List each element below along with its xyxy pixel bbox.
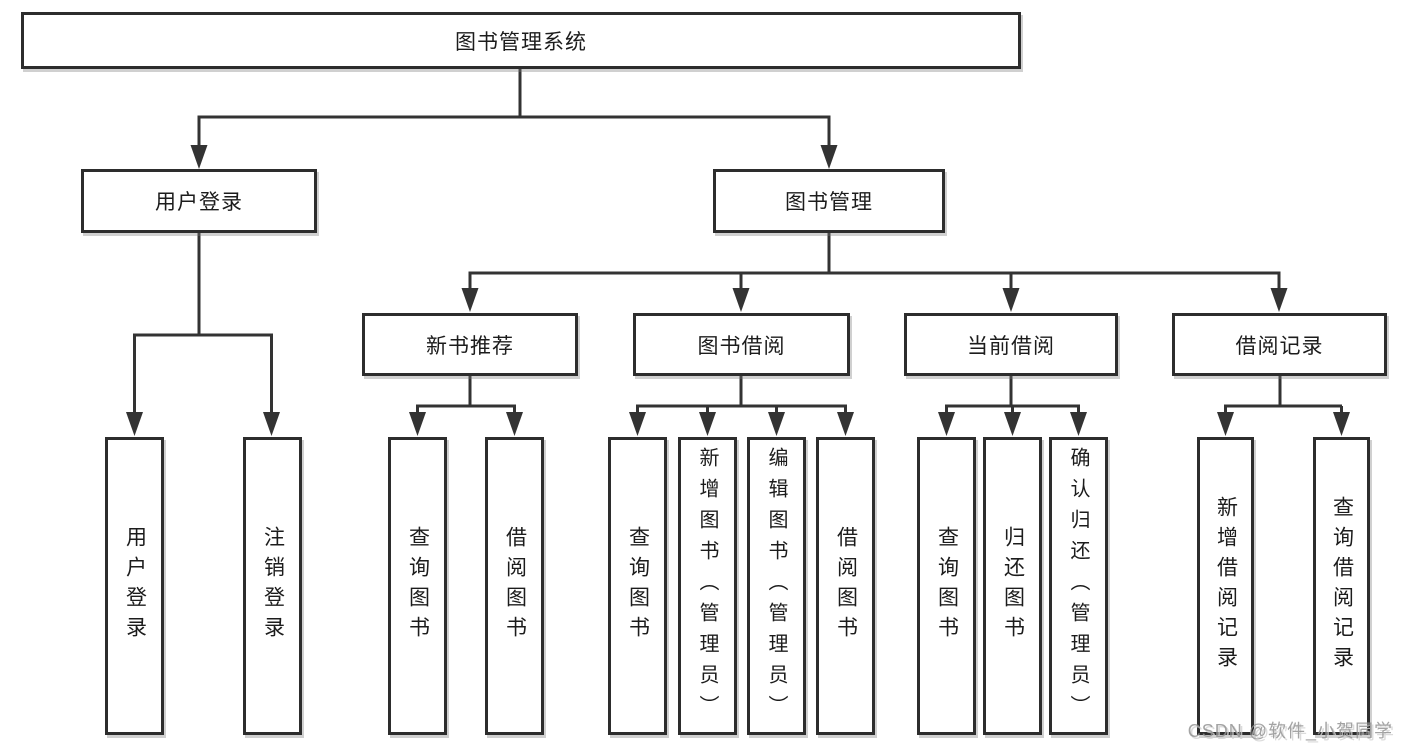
node-book-management-label: 图书管理 bbox=[785, 191, 873, 214]
leaf-confirm-return-admin: 确认归还（管理员） bbox=[1049, 437, 1108, 735]
leaf-query-books-recommend: 查询图书 bbox=[388, 437, 447, 735]
node-current-borrowing: 当前借阅 bbox=[904, 313, 1118, 376]
watermark: CSDN @软件_小贺同学 bbox=[1187, 721, 1393, 741]
leaf-add-books-admin: 新增图书（管理员） bbox=[678, 437, 737, 735]
node-library-system-label: 图书管理系统 bbox=[455, 30, 587, 54]
node-library-system: 图书管理系统 bbox=[21, 12, 1021, 69]
leaf-logout-login-label: 注销登录 bbox=[261, 526, 285, 646]
arrowheads bbox=[126, 145, 1350, 436]
leaf-user-login-label: 用户登录 bbox=[123, 526, 147, 646]
leaf-add-borrow-record-label: 新增借阅记录 bbox=[1214, 496, 1238, 676]
node-user-login: 用户登录 bbox=[81, 169, 317, 233]
leaf-query-books-current: 查询图书 bbox=[917, 437, 976, 735]
node-borrowing-records-label: 借阅记录 bbox=[1235, 334, 1324, 358]
leaf-edit-books-admin: 编辑图书（管理员） bbox=[747, 437, 806, 735]
leaf-query-books-borrow-label: 查询图书 bbox=[626, 526, 650, 646]
leaf-add-borrow-record: 新增借阅记录 bbox=[1197, 437, 1254, 735]
leaf-query-books-borrow: 查询图书 bbox=[608, 437, 667, 735]
leaf-borrow-books: 借阅图书 bbox=[816, 437, 875, 735]
leaf-add-books-admin-label: 新增图书（管理员） bbox=[696, 446, 718, 726]
node-new-book-recommendation-label: 新书推荐 bbox=[426, 334, 514, 358]
node-new-book-recommendation: 新书推荐 bbox=[362, 313, 578, 376]
node-book-borrowing-label: 图书借阅 bbox=[697, 334, 786, 358]
node-book-management: 图书管理 bbox=[713, 169, 945, 233]
leaf-query-books-recommend-label: 查询图书 bbox=[406, 526, 430, 646]
node-book-borrowing: 图书借阅 bbox=[633, 313, 850, 376]
leaf-confirm-return-admin-label: 确认归还（管理员） bbox=[1067, 446, 1089, 726]
node-borrowing-records: 借阅记录 bbox=[1172, 313, 1387, 376]
leaf-logout-login: 注销登录 bbox=[243, 437, 302, 735]
leaf-query-borrow-record-label: 查询借阅记录 bbox=[1330, 496, 1354, 676]
leaf-return-books-label: 归还图书 bbox=[1001, 526, 1025, 646]
leaf-borrow-books-label: 借阅图书 bbox=[834, 526, 858, 646]
leaf-edit-books-admin-label: 编辑图书（管理员） bbox=[765, 446, 787, 726]
leaf-borrow-books-recommend-label: 借阅图书 bbox=[503, 526, 527, 646]
leaf-user-login: 用户登录 bbox=[105, 437, 164, 735]
leaf-query-borrow-record: 查询借阅记录 bbox=[1313, 437, 1370, 735]
leaf-borrow-books-recommend: 借阅图书 bbox=[485, 437, 544, 735]
node-user-login-label: 用户登录 bbox=[155, 191, 243, 214]
leaf-query-books-current-label: 查询图书 bbox=[935, 526, 959, 646]
leaf-return-books: 归还图书 bbox=[983, 437, 1042, 735]
node-current-borrowing-label: 当前借阅 bbox=[967, 334, 1055, 358]
